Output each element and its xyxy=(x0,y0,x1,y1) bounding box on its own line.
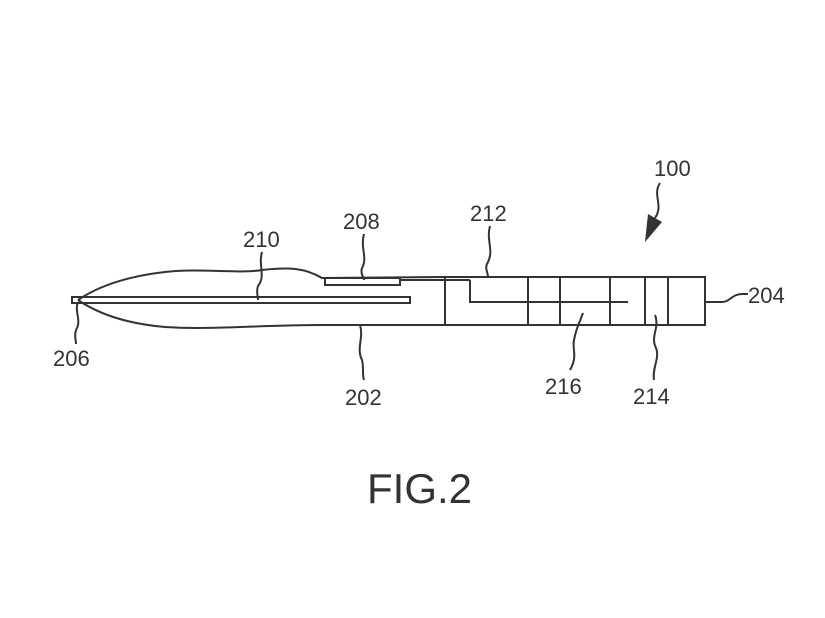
leader-202 xyxy=(358,324,365,381)
leader-214 xyxy=(652,314,659,381)
leader-208 xyxy=(360,233,366,281)
arrow-icon xyxy=(645,214,662,242)
sleeve xyxy=(324,277,401,286)
label-216: 216 xyxy=(545,374,582,399)
leader-206 xyxy=(74,301,80,345)
leader-204 xyxy=(706,293,748,303)
label-100: 100 xyxy=(654,156,691,181)
label-210: 210 xyxy=(243,227,280,252)
leader-100 xyxy=(654,182,661,219)
leader-210 xyxy=(256,251,263,301)
body-outline-bottom xyxy=(77,299,445,329)
label-212: 212 xyxy=(470,201,507,226)
label-214: 214 xyxy=(633,384,670,409)
body-outline-top xyxy=(77,267,446,301)
label-208: 208 xyxy=(343,209,380,234)
label-202: 202 xyxy=(345,385,382,410)
figure-caption: FIG.2 xyxy=(367,465,472,512)
needle xyxy=(71,296,411,304)
internal-line xyxy=(469,280,628,303)
label-204: 204 xyxy=(748,283,785,308)
label-206: 206 xyxy=(53,346,90,371)
leader-212 xyxy=(485,225,492,278)
leader-216 xyxy=(569,312,584,371)
housing xyxy=(444,276,706,326)
